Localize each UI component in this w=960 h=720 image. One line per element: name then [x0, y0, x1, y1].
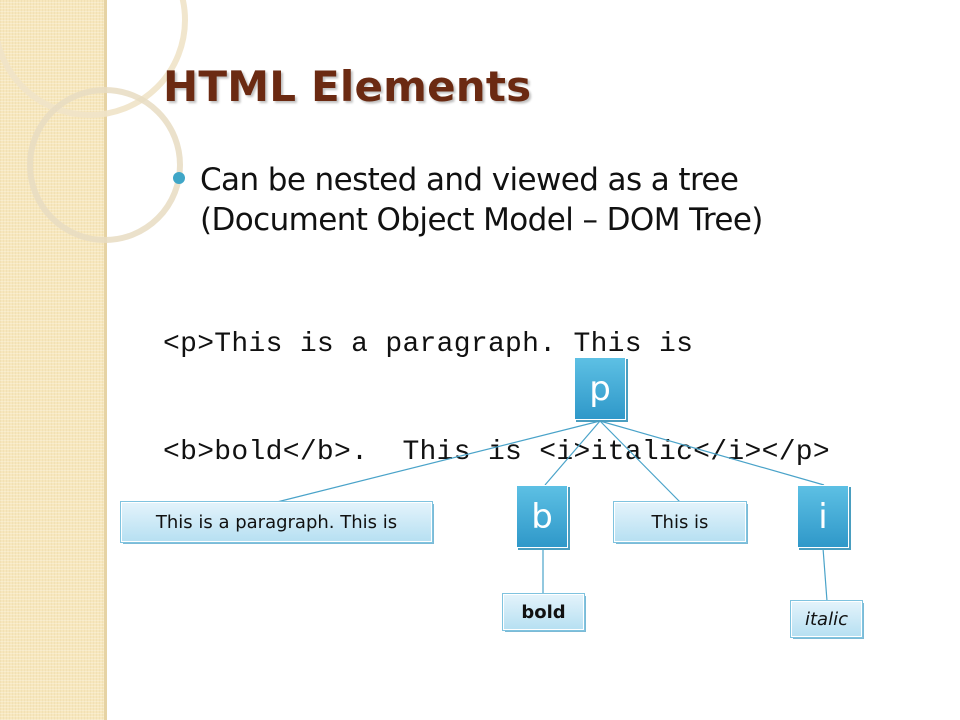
edge-p-paragraph	[276, 420, 601, 503]
tree-leaf-italic-label: italic	[805, 608, 848, 630]
edge-p-i	[599, 420, 825, 486]
edge-i-italic	[822, 547, 828, 602]
slide-title: HTML Elements	[163, 62, 532, 111]
tree-node-p-label: p	[589, 368, 611, 409]
tree-leaf-this-is-label: This is	[651, 511, 709, 533]
side-decoration-border	[104, 0, 107, 720]
tree-node-b: b	[516, 485, 568, 548]
tree-node-i: i	[797, 485, 849, 548]
bullet-line-1: Can be nested and viewed as a tree	[200, 162, 739, 198]
tree-leaf-paragraph-label: This is a paragraph. This is	[155, 511, 398, 533]
bullet-text: Can be nested and viewed as a tree (Docu…	[200, 160, 940, 240]
tree-leaf-italic-text: italic	[790, 600, 863, 638]
code-line-2: <b>bold</b>. This is <i>italic</i></p>	[163, 437, 831, 468]
edge-p-b	[544, 420, 601, 486]
tree-leaf-bold-label: bold	[521, 601, 566, 623]
code-example: <p>This is a paragraph. This is <b>bold<…	[163, 255, 830, 507]
tree-leaf-this-is-text: This is	[613, 501, 747, 543]
tree-node-b-label: b	[531, 496, 553, 537]
edge-p-thisis	[599, 420, 681, 503]
bullet-marker	[173, 172, 185, 184]
bullet-line-2: (Document Object Model – DOM Tree)	[200, 202, 763, 238]
tree-leaf-paragraph-text: This is a paragraph. This is	[120, 501, 433, 543]
code-line-1: <p>This is a paragraph. This is	[163, 329, 694, 360]
tree-leaf-bold-text: bold	[502, 593, 585, 631]
tree-node-i-label: i	[818, 496, 828, 537]
tree-node-p: p	[574, 357, 626, 420]
